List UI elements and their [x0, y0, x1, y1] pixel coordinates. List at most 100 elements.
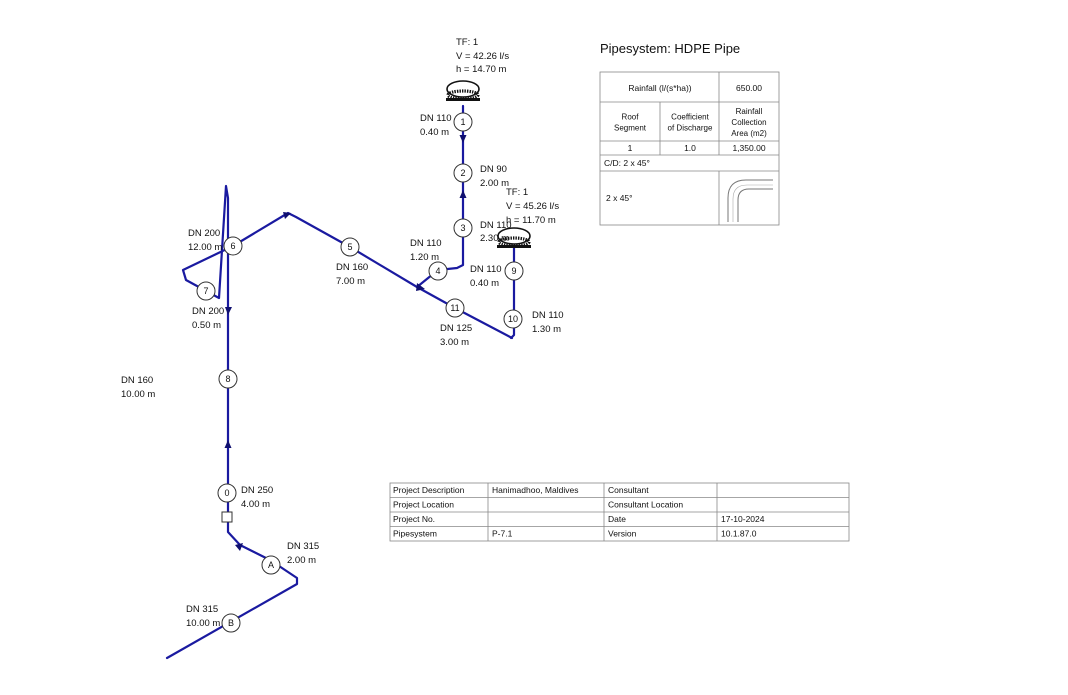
- segment-label-9-len: 0.40 m: [470, 278, 499, 289]
- proj-r3-c2: Version: [608, 529, 637, 539]
- segment-label-6-dn: DN 200: [188, 228, 220, 239]
- node-8[interactable]: 8: [218, 369, 238, 389]
- node-0-label: 0: [224, 488, 229, 498]
- proj-r0-c1: Hanimadhoo, Maldives: [492, 485, 578, 495]
- segment-label-0-dn: DN 250: [241, 485, 273, 496]
- node-3[interactable]: 3: [453, 218, 473, 238]
- cd-label: C/D: 2 x 45°: [604, 158, 650, 168]
- node-B-label: B: [228, 618, 234, 628]
- outlet-9-base: [497, 245, 531, 248]
- segment-label-2-len: 2.00 m: [480, 178, 509, 189]
- segment-label-A-dn: DN 315: [287, 541, 319, 552]
- header-line: Roof: [622, 113, 640, 122]
- segment-label-8-dn: DN 160: [121, 375, 153, 386]
- flow-arrows: [224, 135, 467, 551]
- node-6[interactable]: 6: [223, 236, 243, 256]
- segment-label-B-len: 10.00 m: [186, 618, 220, 629]
- header-line: of Discharge: [668, 124, 713, 133]
- node-10[interactable]: 10: [503, 309, 523, 329]
- flow-arrow-node-A: [235, 543, 243, 551]
- project-info-table: Project Description Hanimadhoo, Maldives…: [389, 482, 850, 542]
- header-line: Rainfall: [736, 107, 763, 116]
- segment-label-1-dn: DN 110: [420, 113, 452, 124]
- outlet-1-base: [446, 98, 480, 101]
- rainfall-label: Rainfall (l/(s*ha)): [628, 83, 691, 93]
- rainfall-value: 650.00: [736, 83, 762, 93]
- outlet-9-height: h = 11.70 m: [506, 215, 556, 226]
- proj-r2-c3: 17-10-2024: [721, 514, 765, 524]
- flow-arrow-node-1: [459, 135, 467, 143]
- node-9-label: 9: [511, 266, 516, 276]
- segment-label-9-dn: DN 110: [470, 264, 502, 275]
- node-2-label: 2: [460, 168, 465, 178]
- segment-label-3-len: 2.30 m: [480, 233, 509, 244]
- segment-label-4-dn: DN 110: [410, 238, 442, 249]
- node-7-label: 7: [203, 286, 208, 296]
- node-5-label: 5: [347, 242, 352, 252]
- segment-label-B-dn: DN 315: [186, 604, 218, 615]
- segment-label-3-dn: DN 110: [480, 220, 512, 231]
- node-6-label: 6: [230, 241, 235, 251]
- roof-outlet-9: [497, 227, 531, 248]
- node-4-label: 4: [435, 266, 440, 276]
- proj-r1-c0: Project Location: [393, 500, 454, 510]
- node-1-label: 1: [460, 117, 465, 127]
- segment-label-7-len: 0.50 m: [192, 320, 221, 331]
- flow-arrow-node-7: [225, 307, 232, 315]
- node-7[interactable]: 7: [196, 281, 216, 301]
- proj-r0-c2: Consultant: [608, 485, 649, 495]
- proj-r3-c1: P-7.1: [492, 529, 513, 539]
- proj-r3-c0: Pipesystem: [393, 529, 437, 539]
- segment-label-8-len: 10.00 m: [121, 389, 155, 400]
- node-4[interactable]: 4: [428, 261, 448, 281]
- node-9[interactable]: 9: [504, 261, 524, 281]
- roof-outlet-1: [446, 80, 480, 101]
- outlet-1-dome: [446, 80, 480, 98]
- outlet-1-tf: TF: 1: [456, 37, 478, 48]
- outlet-9-info: TF: 1 V = 45.26 l/s h = 11.70 m: [506, 187, 559, 226]
- flow-arrow-node-4: [416, 283, 425, 291]
- segment-label-2-dn: DN 90: [480, 164, 507, 175]
- proj-r3-c3: 10.1.87.0: [721, 529, 757, 539]
- segment-labels: DN 110 0.40 m DN 90 2.00 m DN 110 2.30 m…: [121, 113, 564, 629]
- segment-label-5-dn: DN 160: [336, 262, 368, 273]
- bend-fitting-icon: [727, 179, 773, 222]
- node-11[interactable]: 11: [445, 298, 465, 318]
- node-A[interactable]: A: [261, 555, 281, 575]
- node-11-label: 11: [450, 303, 459, 313]
- segment-label-A-len: 2.00 m: [287, 555, 316, 566]
- outlet-9-tf: TF: 1: [506, 187, 528, 198]
- pipesystem-title: Pipesystem: HDPE Pipe: [600, 41, 740, 56]
- node-8-label: 8: [225, 374, 230, 384]
- flow-arrow-node-8: [224, 440, 232, 448]
- flow-arrow-node-2: [459, 190, 467, 198]
- pipe-main-line: [165, 184, 514, 660]
- proj-r2-c2: Date: [608, 514, 626, 524]
- node-0[interactable]: 0: [217, 483, 237, 503]
- proj-r1-c2: Consultant Location: [608, 500, 683, 510]
- node-1[interactable]: 1: [453, 112, 473, 132]
- segment-label-5-len: 7.00 m: [336, 276, 365, 287]
- node-2[interactable]: 2: [453, 163, 473, 183]
- bend-label: 2 x 45°: [606, 193, 633, 203]
- node-5[interactable]: 5: [340, 237, 360, 257]
- proj-r2-c0: Project No.: [393, 514, 435, 524]
- outlet-1-height: h = 14.70 m: [456, 64, 507, 75]
- flow-arrow-node-5: [283, 212, 291, 219]
- proj-r0-c0: Project Description: [393, 485, 465, 495]
- segment-label-1-len: 0.40 m: [420, 127, 449, 138]
- rainfall-table-border: [599, 71, 780, 226]
- segment-label-0-len: 4.00 m: [241, 499, 270, 510]
- outlet-9-flow: V = 45.26 l/s: [506, 201, 559, 212]
- node-10-label: 10: [508, 314, 518, 324]
- node-3-label: 3: [460, 223, 465, 233]
- node-B[interactable]: B: [221, 613, 241, 633]
- segment-label-11-dn: DN 125: [440, 323, 472, 334]
- segment-label-10-dn: DN 110: [532, 310, 564, 321]
- cell-coefficient: 1.0: [684, 143, 696, 153]
